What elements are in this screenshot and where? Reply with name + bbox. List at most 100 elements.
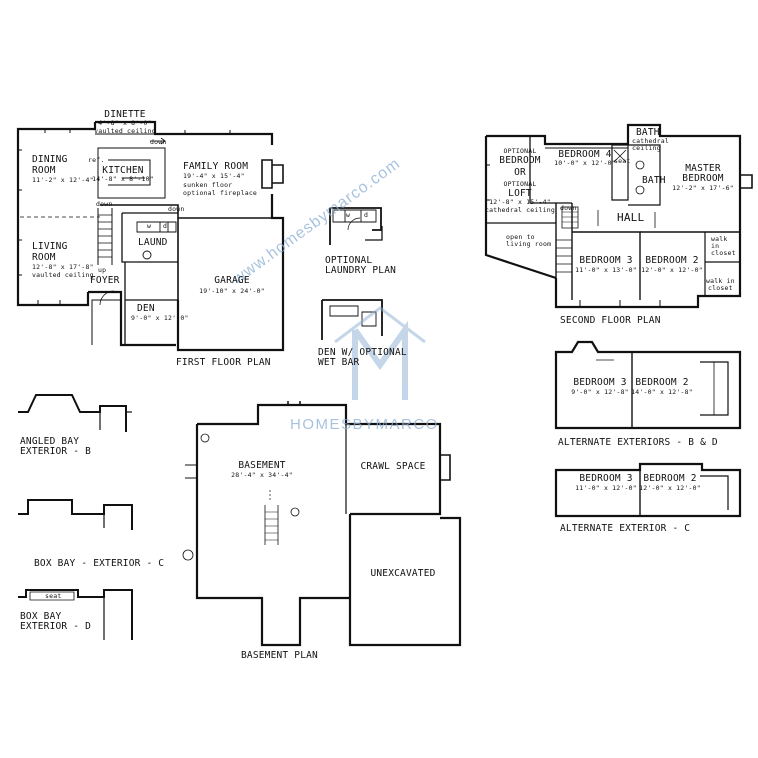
master-bedroom-size: 12'-2" x 17'-6": [672, 184, 734, 192]
box-bay-d-walls: [18, 589, 133, 640]
family-room-note-2: optional fireplace: [183, 189, 258, 197]
optional-laundry-walls: [329, 207, 383, 245]
box-bay-d-seat: seat: [45, 592, 62, 600]
living-room-size: 12'-8" x 17'-8": [32, 263, 94, 271]
washer-label: w: [147, 222, 152, 230]
living-room-note: vaulted ceiling: [32, 271, 94, 279]
alt-c-bedroom2-label: BEDROOM 2: [643, 473, 697, 484]
dining-room-size: 11'-2" x 12'-4": [32, 176, 94, 184]
bath-note-1: cathedral: [632, 137, 670, 145]
den-label: DEN: [137, 303, 155, 314]
optional-bedroom-or: OR: [514, 167, 526, 178]
dinette-label: DINETTE: [104, 109, 146, 120]
crawl-space-label: CRAWL SPACE: [360, 461, 426, 472]
den-wet-bar-title: DEN W/ OPTIONAL: [318, 347, 407, 358]
kitchen-size: 14'-8" x 8'-10": [92, 175, 154, 183]
bath-label-1: BATH: [636, 127, 660, 138]
den-wet-bar-walls: [321, 299, 383, 340]
alternate-exteriors-bd-walls: [554, 340, 742, 430]
alt-bd-bedroom2-size: 14'-0" x 12'-8": [631, 388, 693, 396]
laundry-label: LAUND: [138, 237, 168, 248]
seat-label: seat: [614, 157, 631, 165]
walk-in-closet-l3: closet: [711, 249, 736, 257]
alt-bd-bedroom3-label: BEDROOM 3: [573, 377, 627, 388]
down-label-2: down: [168, 205, 185, 213]
dinette-size: 4'-8" x 8'-0": [98, 119, 152, 127]
living-room-label-2: ROOM: [32, 252, 56, 263]
optional-loft-label: LOFT: [508, 188, 532, 199]
dining-room-label: DINING: [32, 154, 68, 165]
first-floor-walls: [16, 120, 285, 352]
family-room-size: 19'-4" x 15'-4": [183, 172, 245, 180]
down-label-3: down: [96, 200, 113, 208]
alt-c-bedroom3-size: 11'-0" x 12'-0": [575, 484, 637, 492]
garage-label: GARAGE: [214, 275, 250, 286]
bedroom2-label: BEDROOM 2: [645, 255, 699, 266]
bath-note-2: ceiling: [632, 144, 661, 152]
up-label: up: [98, 266, 107, 274]
watermark-logo: [334, 306, 426, 400]
optional-bedroom-l2: BEDROOM: [499, 155, 541, 166]
angled-bay-title-2: EXTERIOR - B: [20, 446, 92, 457]
walk-in-closet-l2: in: [711, 242, 720, 250]
dryer-label: d: [163, 222, 168, 230]
bedroom3-label: BEDROOM 3: [579, 255, 633, 266]
first-floor-plan-title: FIRST FLOOR PLAN: [176, 357, 271, 368]
angled-bay-walls: [18, 394, 132, 432]
dinette-note: vaulted ceiling: [94, 127, 156, 135]
den-size: 9'-0" x 12'-0": [131, 314, 189, 322]
down-label-1: down: [150, 138, 167, 146]
basement-size: 28'-4" x 34'-4": [231, 471, 293, 479]
second-floor-plan-title: SECOND FLOOR PLAN: [560, 315, 661, 326]
bedroom4-size: 10'-0" x 12'-0": [554, 159, 616, 167]
dining-room-label-2: ROOM: [32, 165, 56, 176]
walk-in-closet-l1: walk: [711, 235, 728, 243]
bedroom3-size: 11'-0" x 13'-0": [575, 266, 637, 274]
opt-washer-label: w: [346, 211, 351, 219]
alt-bd-bedroom3-size: 9'-0" x 12'-8": [571, 388, 629, 396]
optional-loft-note: cathedral ceiling: [485, 206, 555, 214]
optional-laundry-title: OPTIONAL: [325, 255, 373, 266]
living-room-label: LIVING: [32, 241, 68, 252]
box-bay-d-title: BOX BAY: [20, 611, 62, 622]
master-bedroom-label-2: BEDROOM: [682, 173, 724, 184]
optional-loft-size: 12'-8" x 15'-4": [489, 198, 551, 206]
bedroom4-label: BEDROOM 4: [558, 149, 612, 160]
alt-c-bedroom2-size: 12'-0" x 12'-0": [639, 484, 701, 492]
open-to-label: open to: [506, 233, 535, 241]
basement-walls: [182, 401, 462, 647]
family-room-label: FAMILY ROOM: [183, 161, 249, 172]
walk-in-closet-2-l2: closet: [708, 284, 733, 292]
hall-label: HALL: [617, 211, 645, 224]
basement-plan-title: BASEMENT PLAN: [241, 650, 318, 661]
down-label-second: down: [560, 204, 577, 212]
foyer-label: FOYER: [90, 275, 120, 286]
alt-bd-title: ALTERNATE EXTERIORS - B & D: [558, 437, 718, 448]
optional-bedroom-l1: OPTIONAL: [503, 147, 537, 155]
alt-bd-bedroom2-label: BEDROOM 2: [635, 377, 689, 388]
walk-in-closet-2-l1: walk in: [706, 277, 735, 285]
master-bedroom-label: MASTER: [685, 163, 721, 174]
garage-size: 19'-10" x 24'-0": [199, 287, 265, 295]
den-wet-bar-title-2: WET BAR: [318, 357, 360, 368]
bath-label-2: BATH: [642, 175, 666, 186]
optional-bedroom-l4: OPTIONAL: [503, 180, 537, 188]
basement-label: BASEMENT: [238, 460, 286, 471]
alt-c-title: ALTERNATE EXTERIOR - C: [560, 523, 691, 534]
family-room-note-1: sunken floor: [183, 181, 233, 189]
kitchen-label: KITCHEN: [102, 165, 144, 176]
open-to-label-2: living room: [506, 240, 552, 248]
optional-laundry-title-2: LAUNDRY PLAN: [325, 265, 397, 276]
second-floor-walls: [484, 123, 753, 309]
watermark-brand: HOMESBYMARCO: [290, 416, 439, 433]
box-bay-c-walls: [18, 499, 133, 530]
unexcavated-label: UNEXCAVATED: [370, 568, 436, 579]
alt-c-bedroom3-label: BEDROOM 3: [579, 473, 633, 484]
angled-bay-title: ANGLED BAY: [20, 436, 80, 447]
alternate-exterior-c-walls: [554, 462, 742, 518]
ref-label: ref.: [88, 156, 105, 164]
opt-dryer-label: d: [364, 211, 369, 219]
box-bay-c-title: BOX BAY - EXTERIOR - C: [34, 558, 165, 569]
